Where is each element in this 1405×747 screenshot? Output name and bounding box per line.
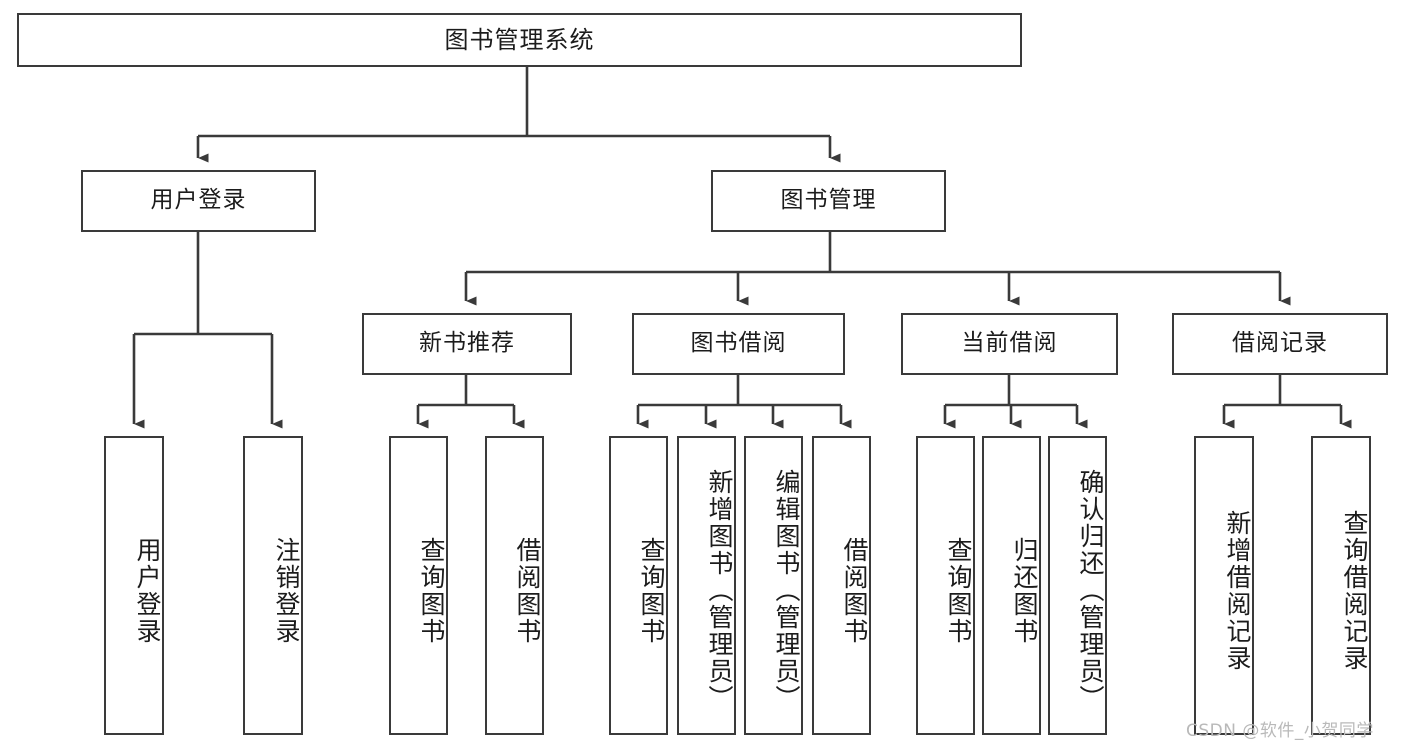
node-current-borrow-label: 当前借阅 <box>961 330 1058 357</box>
leaf-borrow-record-query-record[interactable]: 查询借阅记录 <box>1311 436 1371 735</box>
leaf-user-login-logout[interactable]: 注销登录 <box>243 436 303 735</box>
leaf-label: 注销登录 <box>272 536 301 645</box>
leaf-label: 借阅图书 <box>840 536 869 645</box>
node-book-borrow[interactable]: 图书借阅 <box>632 313 845 375</box>
node-borrow-record-label: 借阅记录 <box>1232 330 1328 357</box>
node-current-borrow[interactable]: 当前借阅 <box>901 313 1118 375</box>
leaf-label: 查询图书 <box>944 536 973 645</box>
leaf-label: 查询借阅记录 <box>1340 509 1369 672</box>
node-root-book-management-system[interactable]: 图书管理系统 <box>17 13 1022 67</box>
leaf-user-login-user-login[interactable]: 用户登录 <box>104 436 164 735</box>
node-book-management[interactable]: 图书管理 <box>711 170 946 232</box>
node-root-label: 图书管理系统 <box>444 25 595 54</box>
leaf-label: 用户登录 <box>133 536 162 645</box>
leaf-current-borrow-return-book[interactable]: 归还图书 <box>982 436 1041 735</box>
leaf-book-borrow-add-book-admin[interactable]: 新增图书（管理员） <box>677 436 736 735</box>
leaf-label: 编辑图书（管理员） <box>772 469 801 712</box>
leaf-book-borrow-edit-book-admin[interactable]: 编辑图书（管理员） <box>744 436 803 735</box>
leaf-book-borrow-borrow-book[interactable]: 借阅图书 <box>812 436 871 735</box>
node-book-borrow-label: 图书借阅 <box>690 330 787 357</box>
leaf-current-borrow-query-book[interactable]: 查询图书 <box>916 436 975 735</box>
node-user-login[interactable]: 用户登录 <box>81 170 316 232</box>
leaf-label: 确认归还（管理员） <box>1076 469 1105 712</box>
leaf-label: 借阅图书 <box>513 536 542 645</box>
node-borrow-record[interactable]: 借阅记录 <box>1172 313 1388 375</box>
leaf-borrow-record-add-record[interactable]: 新增借阅记录 <box>1194 436 1254 735</box>
leaf-label: 新增图书（管理员） <box>705 469 734 712</box>
node-new-book-recommend-label: 新书推荐 <box>419 330 515 357</box>
leaf-book-borrow-query-book[interactable]: 查询图书 <box>609 436 668 735</box>
leaf-new-book-borrow-book[interactable]: 借阅图书 <box>485 436 544 735</box>
leaf-label: 新增借阅记录 <box>1223 509 1252 672</box>
node-book-management-label: 图书管理 <box>780 187 877 214</box>
leaf-new-book-query-book[interactable]: 查询图书 <box>389 436 448 735</box>
node-new-book-recommend[interactable]: 新书推荐 <box>362 313 572 375</box>
leaf-current-borrow-confirm-return-admin[interactable]: 确认归还（管理员） <box>1048 436 1107 735</box>
leaf-label: 查询图书 <box>417 536 446 645</box>
leaf-label: 归还图书 <box>1010 536 1039 645</box>
leaf-label: 查询图书 <box>637 536 666 645</box>
node-user-login-label: 用户登录 <box>150 187 247 214</box>
watermark-csdn: CSDN @软件_小贺同学 <box>1186 721 1374 741</box>
